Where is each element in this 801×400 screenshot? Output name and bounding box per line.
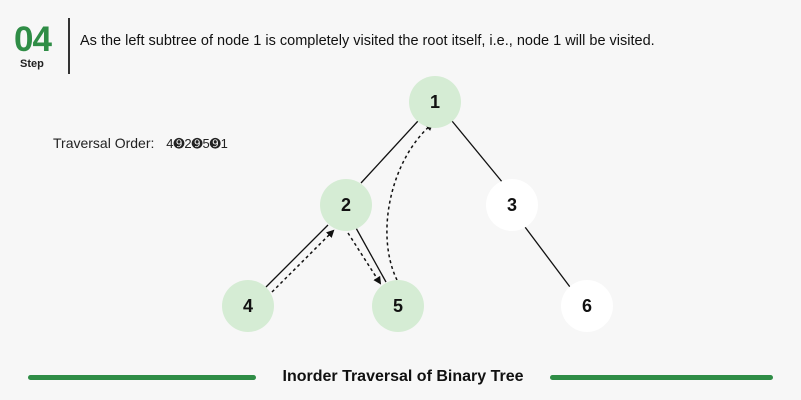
traversal-order-label: Traversal Order:: [53, 135, 155, 151]
node-label-2: 2: [341, 195, 351, 215]
footer-line-left: [28, 375, 256, 380]
step-number: 04: [14, 20, 52, 59]
edge-2-4: [265, 224, 329, 288]
traversal-arrow-2-5: [347, 232, 382, 285]
edge-1-3: [451, 120, 504, 184]
edge-3-6: [524, 226, 571, 288]
tree-nodes: 1 2 3 4 5 6: [222, 76, 613, 332]
tree-node-2: 2: [320, 179, 372, 231]
traversal-order: Traversal Order: 4➒2➒5➒1: [53, 135, 228, 152]
tree-node-3: 3: [486, 179, 538, 231]
traversal-arrow-4-2: [271, 229, 335, 293]
node-label-5: 5: [393, 296, 403, 316]
edge-2-5: [355, 227, 387, 283]
edge-1-2: [360, 120, 419, 184]
tree-node-5: 5: [372, 280, 424, 332]
node-label-6: 6: [582, 296, 592, 316]
node-label-3: 3: [507, 195, 517, 215]
tree-edges: [265, 120, 571, 288]
tree-node-4: 4: [222, 280, 274, 332]
traversal-order-sequence: 4➒2➒5➒1: [166, 136, 228, 151]
tree-node-6: 6: [561, 280, 613, 332]
traversal-arrow-5-1: [386, 122, 434, 281]
step-description: As the left subtree of node 1 is complet…: [80, 33, 655, 49]
step-divider: [68, 18, 70, 74]
footer-line-right: [550, 375, 773, 380]
node-label-4: 4: [243, 296, 253, 316]
step-label: Step: [20, 58, 44, 70]
node-label-1: 1: [430, 92, 440, 112]
tree-node-1: 1: [409, 76, 461, 128]
footer-title: Inorder Traversal of Binary Tree: [282, 368, 524, 385]
traversal-arrows: [271, 122, 434, 293]
